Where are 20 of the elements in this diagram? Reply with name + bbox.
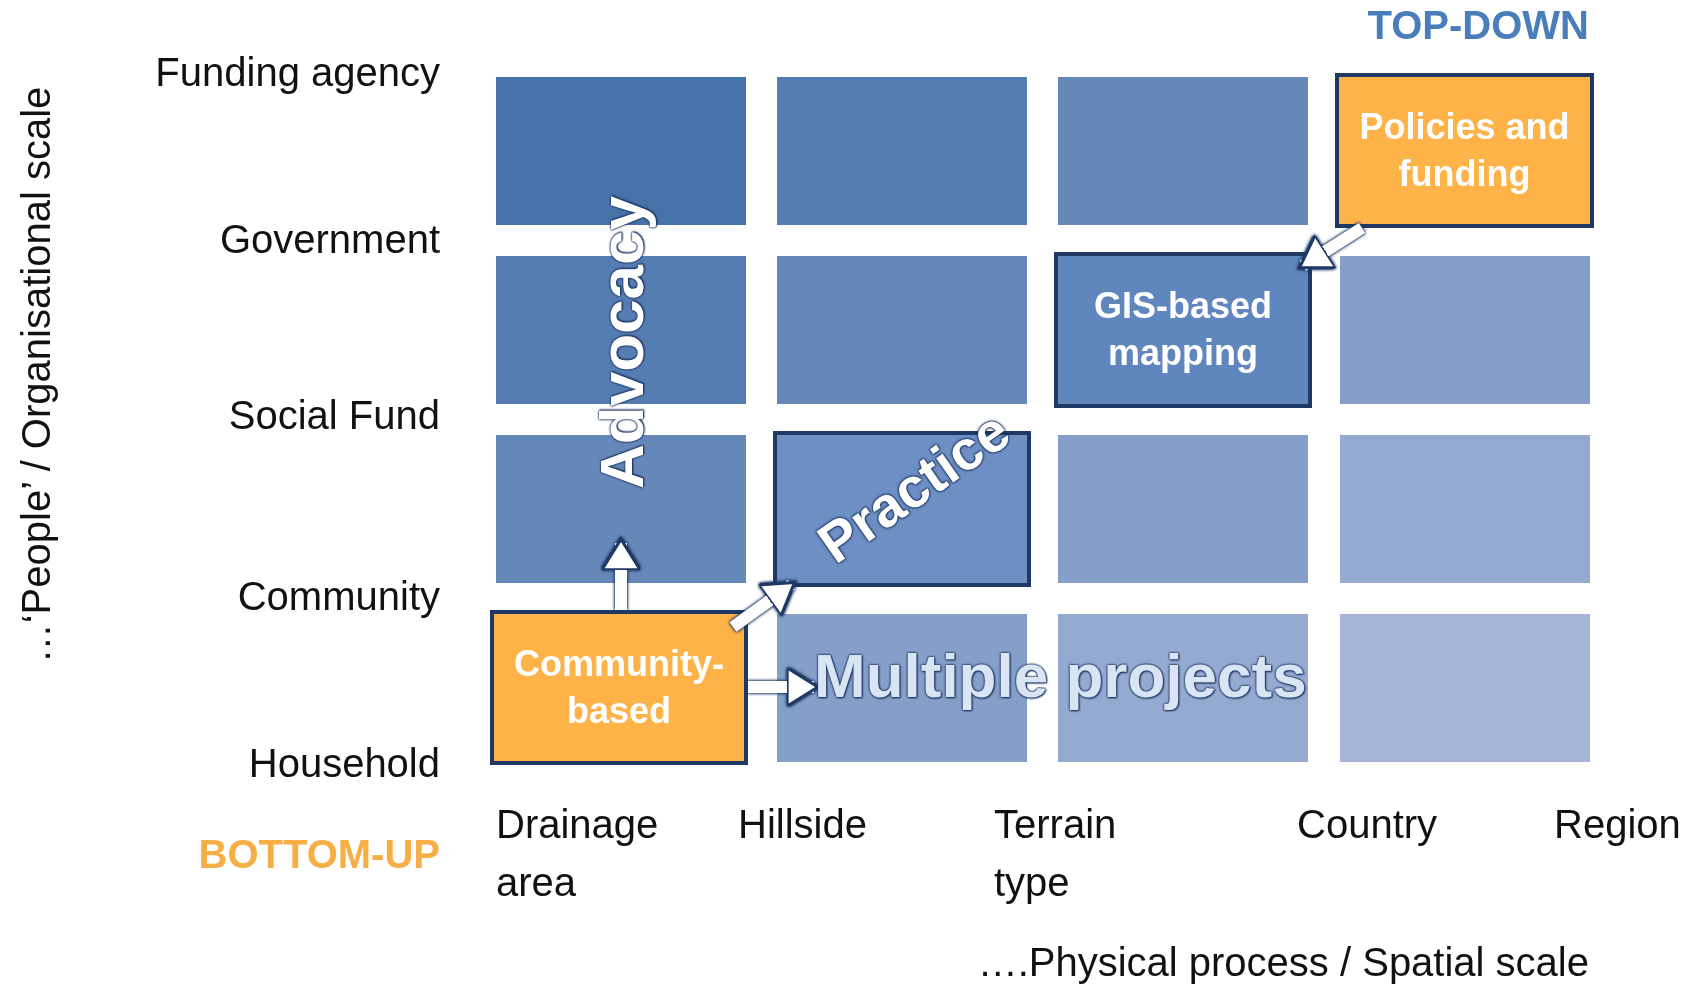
process-box [490,610,748,765]
box-label: GIS-based mapping [1092,284,1274,375]
row-label: Social Fund [228,392,440,438]
process-box [1335,73,1594,228]
column-label: Hillside [738,801,868,848]
column-label: Country [1297,801,1439,848]
box-label: Policies and funding [1358,104,1571,196]
box-label: Community-based [513,641,725,733]
row-label: Community [237,573,440,619]
axis-title: ….Physical process / Spatial scale [977,939,1589,984]
row-label: Funding agency [155,49,440,95]
axis-end-label: BOTTOM-UP [198,831,440,877]
column-label: Drainage area [496,801,660,906]
column-label: Region [1554,801,1682,848]
axis-title: …‘People’ / Organisational scale [13,86,59,664]
process-box [1054,252,1312,408]
row-label: Household [248,740,440,786]
axis-end-label: TOP-DOWN [1367,2,1589,48]
column-label: Terrain type [994,801,1118,906]
row-label: Government [219,216,440,262]
